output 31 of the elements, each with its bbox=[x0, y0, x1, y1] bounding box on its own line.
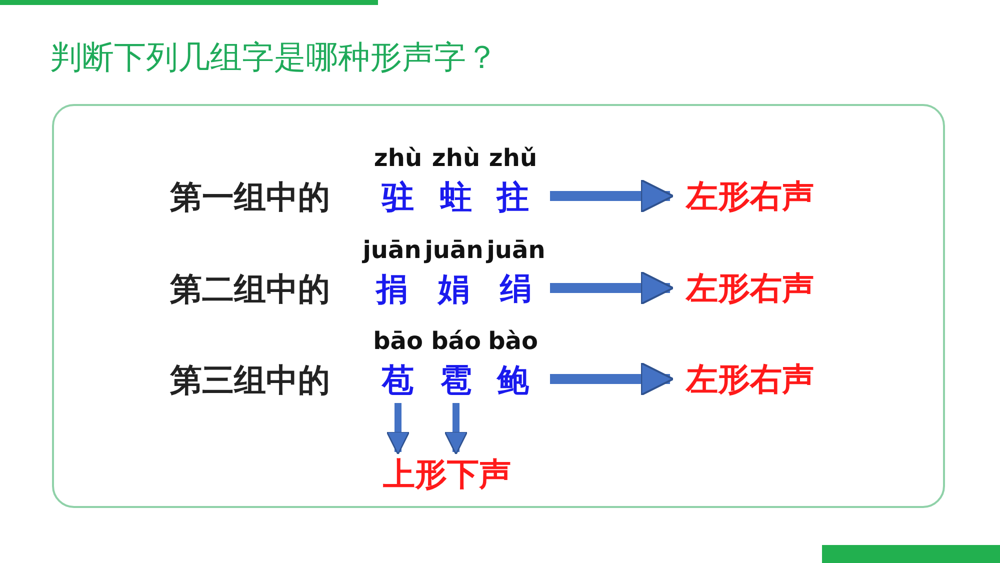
answer-label: 上形下声 bbox=[370, 452, 524, 496]
arrow bbox=[550, 179, 674, 213]
group-label: 第一组中的 bbox=[170, 177, 330, 218]
pinyin-text: bào bbox=[488, 326, 538, 357]
answer-label: 左形右声 bbox=[670, 174, 830, 218]
character-text: 雹 bbox=[440, 360, 472, 401]
pinyin-text: zhǔ bbox=[488, 143, 538, 174]
character-text: 鲍 bbox=[497, 360, 529, 401]
pinyin-text: juān bbox=[362, 235, 422, 266]
character-text: 捐 bbox=[376, 269, 408, 310]
character-text: 娟 bbox=[438, 269, 470, 310]
arrow bbox=[550, 362, 674, 396]
character-text: 驻 bbox=[382, 177, 414, 218]
arrow bbox=[444, 403, 468, 455]
arrow bbox=[386, 403, 410, 455]
answer-label: 左形右声 bbox=[670, 357, 830, 401]
pinyin-text: juān bbox=[486, 235, 546, 266]
pinyin-text: zhù bbox=[374, 143, 422, 174]
answer-label: 左形右声 bbox=[670, 266, 830, 310]
arrow bbox=[550, 271, 674, 305]
group-label: 第二组中的 bbox=[170, 269, 330, 310]
group-label: 第三组中的 bbox=[170, 360, 330, 401]
character-text: 拄 bbox=[497, 177, 529, 218]
pinyin-text: juān bbox=[424, 235, 484, 266]
pinyin-text: bāo bbox=[373, 326, 423, 357]
slide-title: 判断下列几组字是哪种形声字？ bbox=[50, 37, 498, 78]
character-text: 绢 bbox=[500, 269, 532, 310]
character-text: 蛀 bbox=[440, 177, 472, 218]
pinyin-text: báo bbox=[431, 326, 481, 357]
character-text: 苞 bbox=[382, 360, 414, 401]
pinyin-text: zhù bbox=[432, 143, 480, 174]
